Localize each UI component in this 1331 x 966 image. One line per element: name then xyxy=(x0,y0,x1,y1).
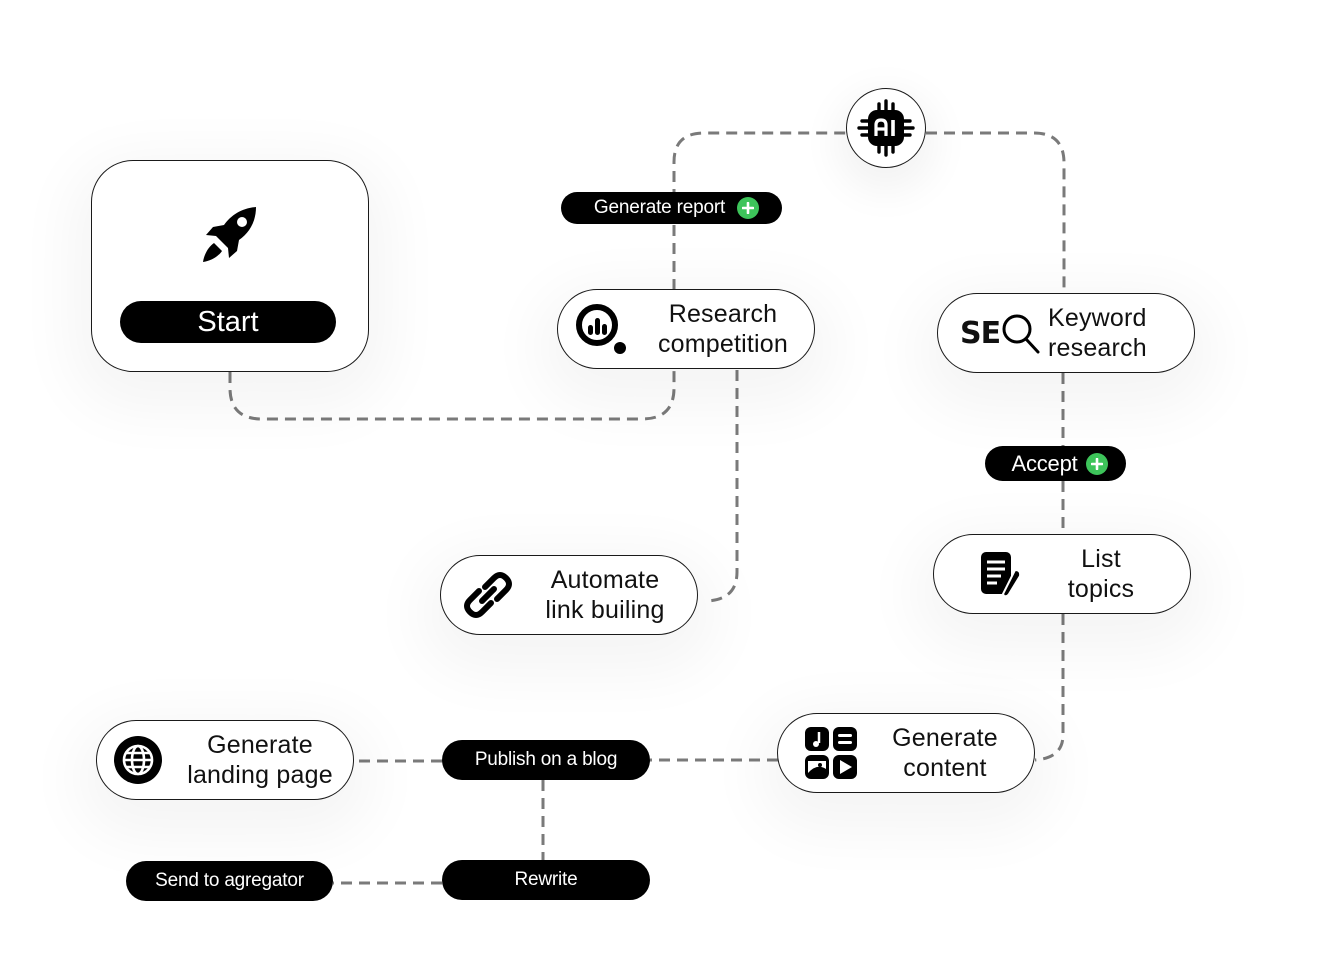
edge-ai-to-keyword xyxy=(926,131,1066,292)
edge-listtopics-to-content xyxy=(1034,614,1065,762)
seo-search-icon: SE xyxy=(960,302,1052,364)
plus-icon[interactable] xyxy=(737,197,760,219)
keyword-research-node[interactable]: SE Keyword research xyxy=(937,293,1195,373)
generate-content-node[interactable]: Generate content xyxy=(777,713,1035,793)
send-aggregator-chip[interactable]: Send to agregator xyxy=(126,861,333,901)
landing-page-node[interactable]: Generate landing page xyxy=(96,720,354,800)
generate-report-label: Generate report xyxy=(593,197,726,218)
document-pen-icon xyxy=(970,543,1032,605)
ai-node[interactable] xyxy=(846,88,926,168)
rewrite-label: Rewrite xyxy=(514,869,578,890)
generate-content-label: Generate content xyxy=(892,724,998,782)
magnifier-chart-icon xyxy=(570,298,632,360)
ai-chip-icon xyxy=(857,99,915,157)
publish-blog-chip[interactable]: Publish on a blog xyxy=(442,740,650,780)
start-button[interactable]: Start xyxy=(120,301,336,343)
research-competition-label: Research competition xyxy=(657,300,789,358)
generate-report-chip[interactable]: Generate report xyxy=(561,192,782,224)
keyword-research-label: Keyword research xyxy=(1048,304,1147,362)
research-competition-node[interactable]: Research competition xyxy=(557,289,815,369)
rewrite-chip[interactable]: Rewrite xyxy=(442,860,650,900)
list-topics-node[interactable]: List topics xyxy=(933,534,1191,614)
chain-link-icon xyxy=(457,564,519,626)
publish-blog-label: Publish on a blog xyxy=(474,749,618,770)
globe-icon xyxy=(107,729,169,791)
media-grid-icon xyxy=(800,722,862,784)
plus-icon[interactable] xyxy=(1085,452,1108,475)
list-topics-label: List topics xyxy=(1067,545,1135,603)
edge-start-to-research xyxy=(228,370,676,421)
edge-research-to-linkbuilding xyxy=(705,370,739,603)
link-building-label: Automate link builing xyxy=(545,566,665,624)
edge-research-to-ai xyxy=(672,131,847,290)
accept-label: Accept xyxy=(1011,450,1078,476)
link-building-node[interactable]: Automate link builing xyxy=(440,555,698,635)
accept-chip[interactable]: Accept xyxy=(985,446,1126,481)
rocket-icon xyxy=(203,207,256,262)
send-aggregator-label: Send to agregator xyxy=(155,870,304,891)
landing-page-label: Generate landing page xyxy=(187,731,333,789)
start-node[interactable]: Start xyxy=(91,160,369,372)
